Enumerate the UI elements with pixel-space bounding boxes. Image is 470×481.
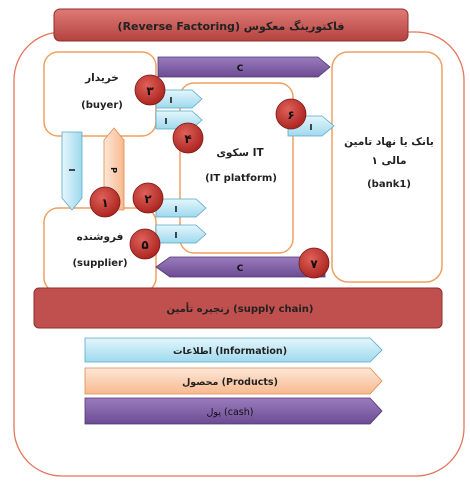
supplier-label-fa: فروشنده — [77, 231, 124, 243]
supply-chain-bar — [33, 287, 443, 329]
bank-box — [331, 51, 443, 283]
legend-products-arrow — [84, 367, 383, 395]
step-circle-1: ۱ — [89, 186, 121, 218]
step-circle-4: ۴ — [172, 122, 204, 154]
title-banner — [53, 8, 409, 42]
cash-arrow-top-label: C — [237, 64, 244, 74]
info-arrow-buyer-platform-2-label: I — [165, 117, 168, 126]
supplier-label-en: (supplier) — [72, 258, 127, 269]
info-arrow-vertical — [61, 131, 83, 211]
step-3-label: ۳ — [146, 84, 154, 98]
legend-products-label: محصول (Products) — [182, 377, 278, 388]
step-circle-5: ۵ — [129, 228, 161, 260]
step-circle-6: ۶ — [275, 98, 307, 130]
info-arrow-vertical-label: I — [67, 169, 76, 172]
step-6-label: ۶ — [287, 108, 294, 122]
platform-label-fa: سکوی IT — [216, 147, 264, 159]
page-title: فاکتورینگ معکوس (Reverse Factoring) — [118, 19, 345, 33]
buyer-label-fa: خریدار — [84, 72, 119, 84]
bank-label-line1: بانک یا نهاد تامین — [344, 136, 434, 148]
cash-arrow-bottom — [155, 256, 326, 278]
platform-label-en: (IT platform) — [205, 173, 277, 184]
info-arrow-supplier-platform-1-label: I — [175, 205, 178, 214]
info-arrow-buyer-platform-1-label: I — [170, 96, 173, 105]
step-2-label: ۲ — [144, 192, 152, 206]
step-5-label: ۵ — [141, 238, 148, 252]
step-circle-2: ۲ — [132, 182, 164, 214]
step-circle-7: ۷ — [298, 247, 330, 279]
legend-cash-arrow — [84, 397, 383, 425]
cash-arrow-top — [157, 56, 331, 78]
step-7-label: ۷ — [310, 257, 318, 271]
supply-chain-label: زنجیره تأمین (supply chain) — [167, 302, 314, 315]
info-arrow-platform-bank-label: I — [310, 123, 313, 132]
step-1-label: ۱ — [101, 196, 108, 210]
bank-label-line2: مالی ۱ — [371, 155, 406, 167]
buyer-label-en: (buyer) — [81, 100, 123, 111]
info-arrow-buyer-platform-1 — [155, 89, 203, 109]
info-arrow-supplier-platform-2-label: I — [175, 231, 178, 240]
product-arrow-vertical-label: P — [109, 167, 118, 173]
step-4-label: ۴ — [184, 132, 191, 146]
info-arrow-supplier-platform-2 — [155, 224, 207, 244]
legend-information-label: اطلاعات (Information) — [173, 346, 287, 357]
info-arrow-supplier-platform-1 — [155, 198, 207, 218]
platform-box — [179, 82, 294, 254]
legend-information-arrow — [84, 337, 383, 363]
bank-label-en: (bank1) — [367, 179, 411, 190]
step-circle-3: ۳ — [134, 74, 166, 106]
cash-arrow-bottom-label: C — [237, 264, 244, 274]
legend-cash-label: پول (cash) — [207, 407, 254, 418]
